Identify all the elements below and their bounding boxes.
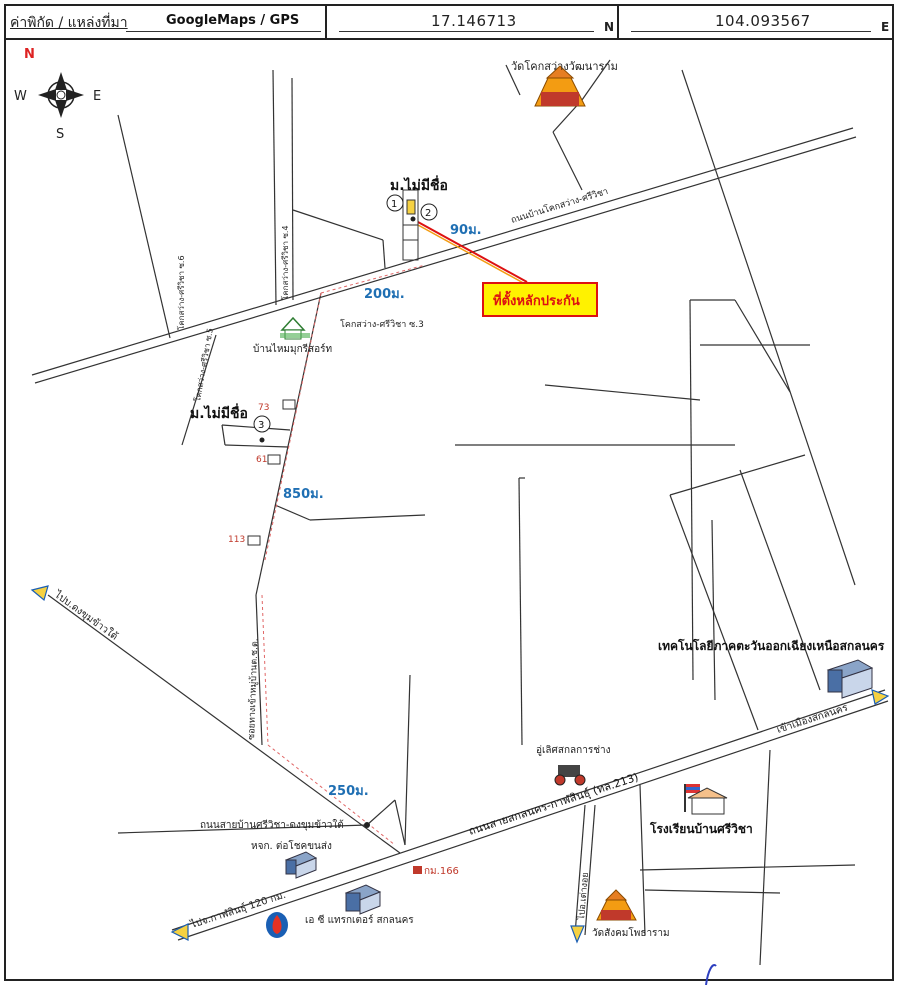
- temple-top-icon: [534, 65, 586, 107]
- source-value: GoogleMaps / GPS: [166, 13, 300, 28]
- temple-bottom-label: วัดสังคมโพธาราม: [592, 926, 670, 939]
- to-taongoi-label: ไปอ.เต่างอย: [576, 872, 591, 921]
- house-61-label: 61: [256, 455, 267, 465]
- compass-e: E: [93, 89, 101, 104]
- distance-90: 90ม.: [450, 223, 482, 238]
- callout-line: [417, 221, 528, 283]
- header-source-cell: ค่าพิกัด / แหล่งที่มา GoogleMaps / GPS: [4, 4, 327, 38]
- soi-3-label: โคกสว่าง-ศรีวิชา ซ.3: [340, 319, 424, 330]
- shop-label: หจก. ต่อโชคขนส่ง: [251, 839, 332, 852]
- temple-bottom-icon: [596, 889, 637, 921]
- compass: [38, 72, 84, 118]
- ac-tractor-icon: [344, 884, 382, 915]
- point-1: [410, 216, 416, 222]
- school-icon: [684, 784, 728, 815]
- junction-point: [364, 822, 370, 828]
- temple-top-label: วัดโคกสว่างวัฒนาราม: [511, 59, 618, 73]
- village-1-label: ม.ไม่มีชื่อ: [390, 175, 448, 194]
- arrow-to-taongoi-icon: [570, 925, 585, 944]
- marker-2: [420, 203, 438, 221]
- compass-s: S: [56, 127, 64, 142]
- longitude-unit: E: [881, 20, 890, 34]
- marker-3-label: 3: [258, 420, 264, 431]
- plot-1: [402, 189, 419, 261]
- resort-icon: [280, 316, 310, 340]
- map-frame: [4, 4, 894, 981]
- ptt-icon: [266, 912, 288, 938]
- soi-6-label: โคกสว่าง-ศรีวิชา ซ.6: [176, 255, 186, 330]
- header-bar: ค่าพิกัด / แหล่งที่มา GoogleMaps / GPS 1…: [4, 4, 894, 40]
- longitude-value: 104.093567: [715, 12, 811, 30]
- house-73-label: 73: [258, 403, 269, 413]
- marker-2-label: 2: [425, 208, 431, 219]
- road-sriwicha-label: ถนนสายบ้านศรีวิชา-ดงขุมข้าวใต้: [200, 819, 344, 831]
- km-post-label: กม.166: [424, 866, 459, 877]
- to-sakon-label: เข้าเมืองสกลนคร: [775, 701, 850, 735]
- to-dong-label: ไปบ.ดงขุมข้าวใต้: [51, 588, 120, 642]
- latitude-value: 17.146713: [431, 12, 517, 30]
- road-lines: [31, 59, 889, 966]
- distance-850: 850ม.: [283, 487, 324, 502]
- distance-250: 250ม.: [328, 784, 369, 799]
- header-lon-cell: 104.093567 E: [619, 4, 894, 38]
- latitude-unit: N: [604, 20, 615, 34]
- house-markers: [247, 399, 296, 546]
- compass-w: W: [14, 89, 27, 104]
- arrow-to-sakon-icon: [871, 689, 890, 705]
- distance-200: 200ม.: [364, 287, 405, 302]
- marker-1-label: 1: [391, 199, 397, 210]
- callout-text: ที่ตั้งหลักประกัน: [493, 290, 580, 309]
- arrow-to-kalasin-icon: [170, 923, 189, 941]
- soi-village-label: ซอยทางเข้าหมู่บ้านต.ช.ต.: [246, 638, 261, 740]
- school-label: โรงเรียนบ้านศรีวิชา: [649, 821, 753, 836]
- tech-college-label: เทคโนโลยีภาคตะวันออกเฉียงเหนือสกลนคร: [658, 638, 885, 653]
- coord-label: ค่าพิกัด / แหล่งที่มา: [10, 15, 128, 31]
- callout-box: [482, 282, 598, 317]
- km-post-icon: [413, 866, 422, 874]
- point-3: [259, 437, 265, 443]
- marker-1: [386, 194, 404, 212]
- garage-icon: [554, 765, 586, 786]
- soi-4-label: โคกสว่าง-ศรีวิชา ซ.4: [280, 225, 290, 300]
- highway-label: ถนนสายสกลนคร-กาฬสินธุ์ (ทล.213): [467, 771, 640, 838]
- resort-label: บ้านไหมมุกรีสอร์ท: [253, 343, 332, 355]
- header-lat-cell: 17.146713 N: [327, 4, 619, 38]
- arrow-to-dong-icon: [30, 585, 49, 602]
- marker-3: [253, 415, 271, 433]
- garage-label: อู่เลิศสกลการช่าง: [536, 745, 611, 756]
- house-113-label: 113: [228, 535, 245, 545]
- ac-tractor-label: เอ ซี แทรกเตอร์ สกลนคร: [305, 914, 414, 926]
- compass-n: N: [24, 47, 35, 62]
- soi-5-label: โคกสว่าง-ศรีวิชา ซ.5: [192, 327, 215, 402]
- signature-mark: [705, 964, 717, 985]
- village-2-label: ม.ไม่มีชื่อ: [190, 403, 248, 422]
- tech-college-icon: [826, 659, 874, 699]
- shop-icon: [284, 851, 318, 879]
- route-path: [261, 264, 426, 846]
